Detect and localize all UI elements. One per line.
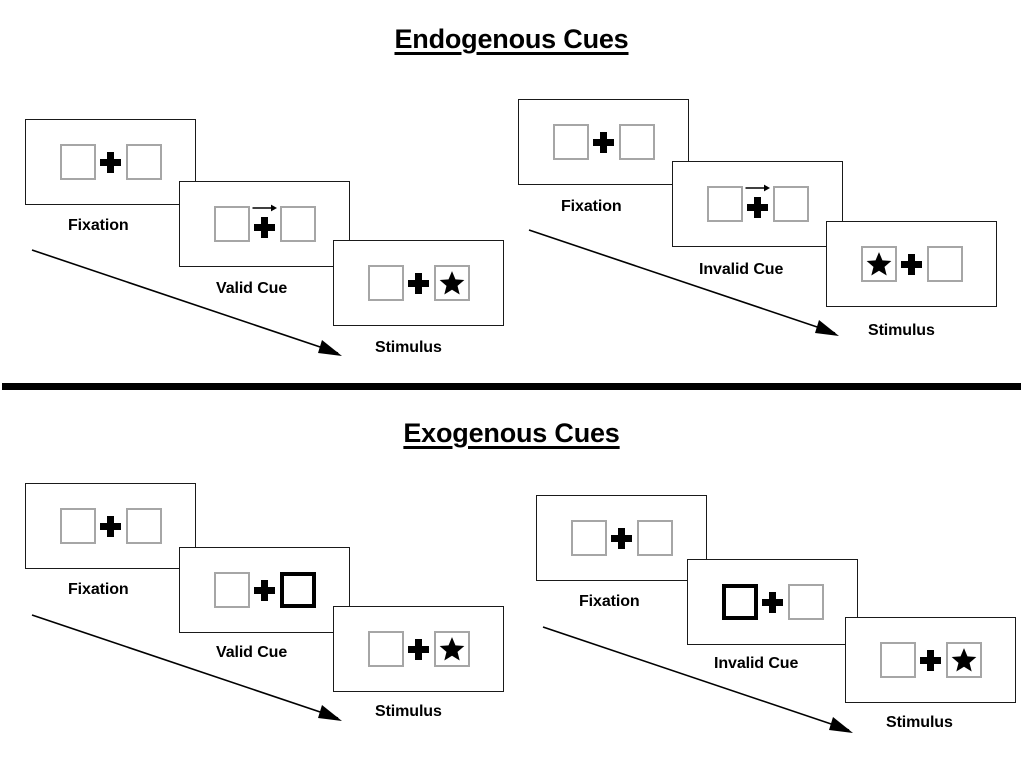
stimulus-box-left [367,265,404,301]
stimulus-box-right [618,124,655,160]
stimulus-box-left [59,144,96,180]
fixation-cross-icon [758,584,788,620]
fixation-cross-icon [743,184,773,222]
frame-caption-invalid-cue: Invalid Cue [699,261,784,278]
frame-content [673,162,842,246]
frame-caption-valid-cue: Valid Cue [216,280,288,297]
fixation-cross-icon [250,204,280,242]
stimulus-box-left [706,186,743,222]
fixation-cross-icon [916,642,946,678]
star-icon [951,648,976,672]
section-title-endogenous: Endogenous Cues [394,24,629,54]
trial-frame-stimulus [333,606,504,692]
fixation-cross-icon [250,572,280,608]
fixation-cross-icon [897,246,927,282]
stimulus-box-right [433,265,470,301]
stimulus-box-left [59,508,96,544]
frame-caption-fixation: Fixation [68,581,129,598]
frame-content [827,222,996,306]
frame-content [334,241,503,325]
arrow-right-icon [252,204,277,212]
trial-frame-fixation [518,99,689,185]
frame-content [537,496,706,580]
frame-caption-stimulus: Stimulus [868,322,935,339]
frame-caption-stimulus: Stimulus [375,703,442,720]
frame-content [688,560,857,644]
stimulus-box-left [213,572,250,608]
fixation-cross-icon [96,508,126,544]
fixation-cross-icon [404,265,434,301]
frame-caption-valid-cue: Valid Cue [216,644,288,661]
frame-caption-fixation: Fixation [68,217,129,234]
stimulus-box-right [125,144,162,180]
stimulus-box-right-cued [279,572,316,608]
trial-frame-valid-cue [179,181,350,267]
fixation-cross-icon [404,631,434,667]
star-icon [866,252,891,276]
frame-caption-fixation: Fixation [561,198,622,215]
frame-content [519,100,688,184]
stimulus-box-right [279,206,316,242]
stimulus-box-left [213,206,250,242]
fixation-cross-icon [589,124,619,160]
frame-content [26,484,195,568]
trial-frame-stimulus [826,221,997,307]
frame-caption-fixation: Fixation [579,593,640,610]
frame-content [334,607,503,691]
trial-frame-stimulus [845,617,1016,703]
stimulus-box-right [926,246,963,282]
trial-frame-valid-cue [179,547,350,633]
section-title-exogenous: Exogenous Cues [403,418,620,448]
stimulus-box-left [552,124,589,160]
stimulus-box-right [945,642,982,678]
frame-content [180,182,349,266]
fixation-cross-icon [96,144,126,180]
section-divider [2,383,1021,390]
trial-frame-invalid-cue [672,161,843,247]
stimulus-box-left-cued [721,584,758,620]
frame-caption-stimulus: Stimulus [886,714,953,731]
stimulus-box-right [772,186,809,222]
star-icon [439,271,464,295]
stimulus-box-left [570,520,607,556]
trial-frame-stimulus [333,240,504,326]
stimulus-box-right [636,520,673,556]
trial-frame-fixation [25,483,196,569]
stimulus-box-left [860,246,897,282]
stimulus-box-left [367,631,404,667]
fixation-cross-icon [607,520,637,556]
star-icon [439,637,464,661]
stimulus-box-left [879,642,916,678]
frame-caption-stimulus: Stimulus [375,339,442,356]
stimulus-box-right [787,584,824,620]
trial-frame-fixation [536,495,707,581]
frame-content [180,548,349,632]
trial-frame-invalid-cue [687,559,858,645]
stimulus-box-right [125,508,162,544]
stimulus-box-right [433,631,470,667]
frame-caption-invalid-cue: Invalid Cue [714,655,799,672]
trial-frame-fixation [25,119,196,205]
frame-content [26,120,195,204]
arrow-right-icon [745,184,770,192]
frame-content [846,618,1015,702]
